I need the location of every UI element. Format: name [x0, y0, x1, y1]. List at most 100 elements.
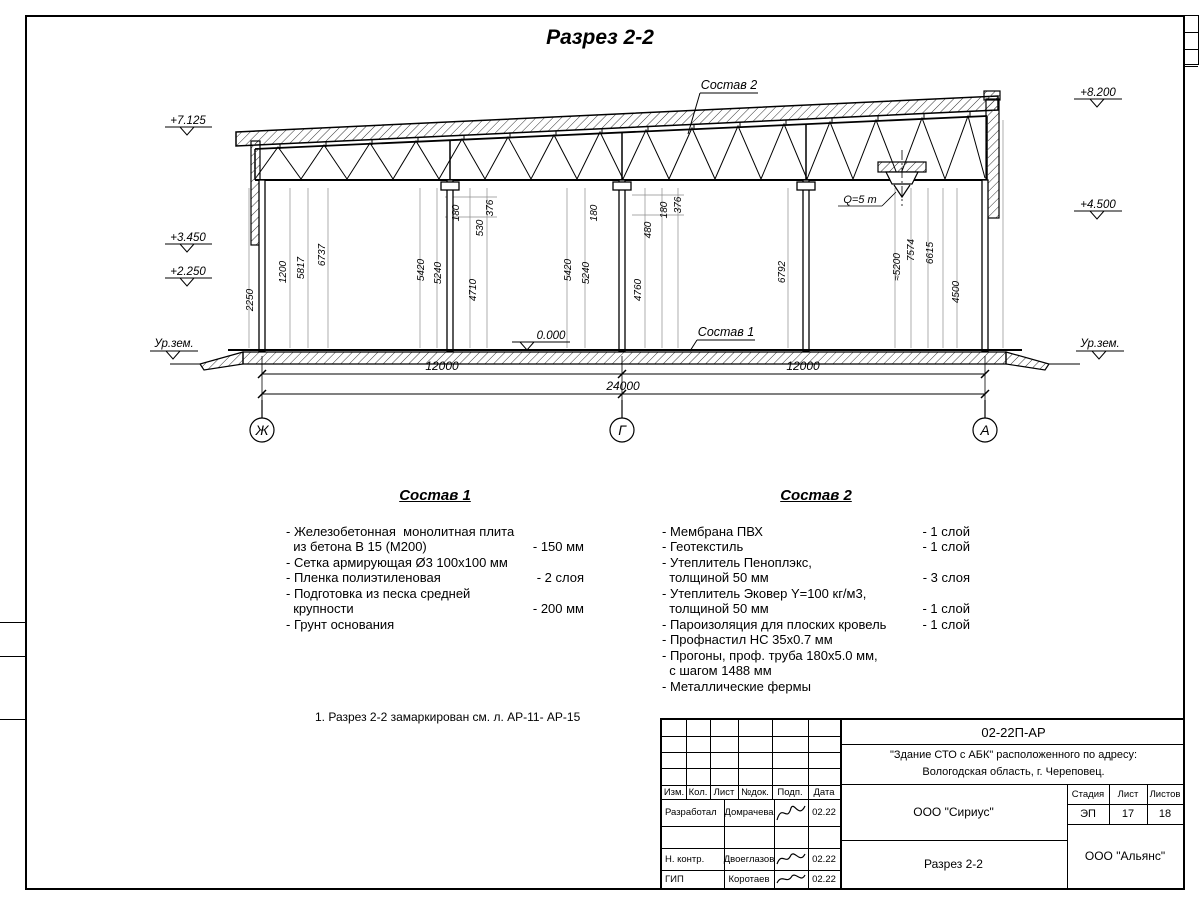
tb-sheets-label: Листов — [1149, 788, 1181, 800]
tb-sheet-label: Лист — [1117, 788, 1139, 800]
list-item: толщиной 50 мм- 1 слой — [662, 601, 970, 616]
tb-sheet-value: 17 — [1121, 807, 1135, 820]
list-item: - Подготовка из песка средней — [286, 585, 471, 601]
wall-panels — [250, 98, 1000, 246]
vdim: 7574 — [906, 238, 917, 261]
zero-level-label: 0.000 — [537, 330, 566, 342]
vdim: 5817 — [296, 256, 307, 279]
note: 1. Разрез 2-2 замаркирован см. л. АР-11-… — [315, 710, 581, 724]
sostav1-title: Состав 1 — [399, 487, 471, 504]
tb-role-developer: Разработал — [665, 807, 717, 818]
span-dim-1: 12000 — [425, 359, 459, 373]
list-item: - Утеплитель Пеноплэкс, — [662, 554, 812, 570]
grid-axes: Ж Г А — [249, 400, 998, 443]
sostav1-ref-label: Состав 1 — [698, 325, 754, 339]
tb-role-ncontrol: Н. контр. — [665, 853, 705, 865]
elev-left-1: +7.125 — [170, 115, 206, 127]
tb-name-ncontrol: Двоеглазов — [723, 853, 775, 865]
corner-strip — [1183, 15, 1199, 67]
vdim: 6737 — [317, 243, 328, 266]
sostav2-ref-label: Состав 2 — [701, 78, 757, 92]
tb-col-podp: Подп. — [777, 786, 803, 798]
vdim: 4760 — [633, 278, 644, 301]
vdim: 6792 — [777, 260, 788, 283]
vdim: 5420 — [563, 258, 574, 281]
tb-stage-label: Стадия — [1071, 788, 1105, 800]
vdim: 2250 — [245, 288, 256, 312]
elev-right-1: +8.200 — [1080, 87, 1116, 99]
vdim: 5420 — [416, 258, 427, 281]
binding-mark — [0, 719, 25, 720]
title-block: Изм. Кол. Лист №док. Подп. Дата Разработ… — [660, 718, 1185, 890]
tb-doc-number: 02-22П-АР — [981, 724, 1046, 740]
list-item: - Прогоны, проф. труба 180х5.0 мм, — [662, 647, 878, 663]
vdim: 480 — [643, 221, 654, 238]
tb-date-gip: 02.22 — [812, 873, 836, 885]
bottom-dimensions: 12000 12000 24000 — [257, 356, 990, 400]
tb-project-line2: Вологодская область, г. Череповец. — [922, 765, 1105, 778]
tb-date-developer: 02.22 — [812, 807, 836, 818]
tb-col-kol: Кол. — [688, 786, 708, 798]
construction-lines — [248, 120, 1004, 348]
vdim: 180 — [451, 204, 462, 221]
list-item: толщиной 50 мм- 3 слоя — [662, 570, 970, 585]
vdim: 376 — [673, 196, 684, 213]
sostav2-block: Состав 2 - Мембрана ПВХ- 1 слой - Геотек… — [662, 488, 970, 694]
list-item: с шагом 1488 мм — [662, 663, 772, 678]
vdim: 180 — [659, 201, 670, 218]
list-item: - Мембрана ПВХ- 1 слой — [662, 523, 970, 539]
tb-name-developer: Домрачева — [724, 807, 774, 818]
ground-level-left: Ур.зем. — [153, 338, 193, 350]
vdim: 376 — [485, 199, 496, 216]
list-item: - Геотекстиль- 1 слой — [662, 539, 970, 554]
tb-project-line1: "Здание СТО с АБК" расположенного по адр… — [889, 748, 1138, 761]
sostav1-block: Состав 1 - Железобетонная монолитная пли… — [286, 488, 584, 632]
crane-hoist: Q=5 т — [838, 150, 927, 207]
list-item: - Сетка армирующая Ø3 100х100 мм — [286, 554, 508, 570]
list-item: из бетона В 15 (М200)- 150 мм — [286, 539, 584, 554]
signature-ncontrol — [776, 853, 806, 865]
vdim: 180 — [589, 204, 600, 221]
axis-zh: Ж — [255, 422, 270, 438]
binding-mark — [0, 656, 25, 657]
tb-stage-value: ЭП — [1080, 807, 1096, 820]
list-item: - Профнастил НС 35х0.7 мм — [662, 632, 833, 647]
vdim: 4710 — [468, 278, 479, 301]
tb-sheet-name: Разрез 2-2 — [924, 856, 983, 871]
tb-col-izm: Изм. — [663, 786, 685, 798]
elevation-marks — [150, 98, 1124, 360]
list-item: - Железобетонная монолитная плита — [286, 523, 515, 539]
crane-capacity-label: Q=5 т — [843, 194, 876, 206]
signature-developer — [776, 805, 806, 821]
signature-gip — [776, 874, 806, 884]
vertical-dimensions: 2250 1200 5817 6737 5420 5240 180 530 37… — [245, 196, 962, 312]
total-dim: 24000 — [605, 379, 640, 393]
list-item: - Пленка полиэтиленовая- 2 слоя — [286, 570, 584, 585]
sostav2-title: Состав 2 — [780, 487, 852, 504]
span-dim-2: 12000 — [786, 359, 820, 373]
elevation-labels: +7.125 +3.450 +2.250 Ур.зем. +8.200 +4.5… — [153, 87, 1119, 350]
sheet-frame — [25, 15, 1185, 890]
tb-date-ncontrol: 02.22 — [812, 853, 836, 865]
vdim: 1200 — [278, 260, 289, 283]
elev-left-3: +2.250 — [170, 266, 206, 278]
vdim: 4500 — [951, 280, 962, 303]
vdim: ≈5200 — [892, 253, 903, 281]
ground-level-right: Ур.зем. — [1079, 338, 1119, 350]
tb-org-client: ООО "Альянс" — [1084, 848, 1166, 863]
list-item: - Пароизоляция для плоских кровель- 1 сл… — [662, 616, 970, 632]
list-item: - Металлические фермы — [662, 678, 811, 694]
composition-refs: Состав 2 Состав 1 — [687, 78, 758, 352]
vdim: 6615 — [925, 241, 936, 264]
vdim: 5240 — [433, 261, 444, 284]
tb-col-list: Лист — [713, 786, 735, 798]
floor-slab — [170, 349, 1080, 371]
vdim: 5240 — [581, 261, 592, 284]
vdim: 530 — [475, 219, 486, 236]
list-item: - Утеплитель Эковер Y=100 кг/м3, — [662, 585, 867, 601]
elev-right-2: +4.500 — [1080, 199, 1116, 211]
tb-name-gip: Коротаев — [728, 873, 770, 885]
list-item: крупности- 200 мм — [286, 601, 584, 616]
axis-a: А — [979, 422, 989, 438]
